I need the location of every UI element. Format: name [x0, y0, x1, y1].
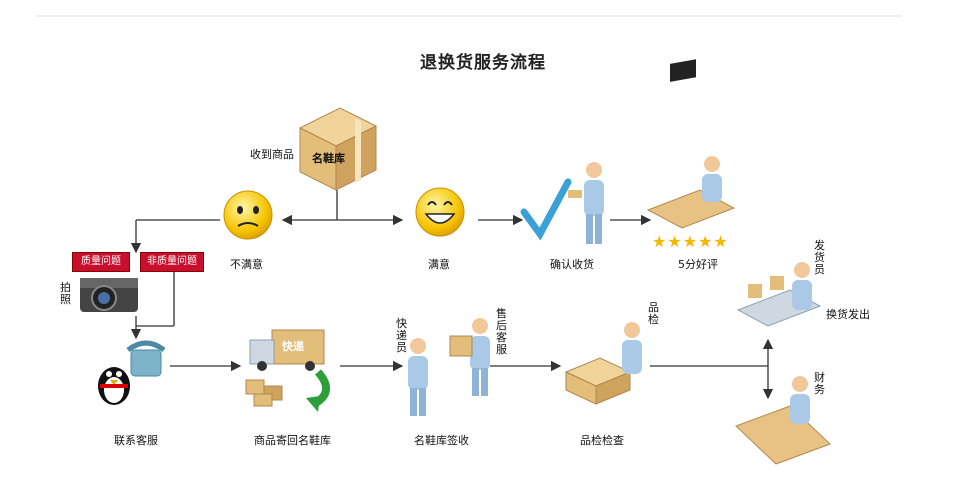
- label-shipper: 发货员: [814, 239, 825, 276]
- label-sign: 名鞋库签收: [414, 434, 469, 447]
- box-brand-label: 名鞋库: [312, 152, 345, 165]
- unsatisfied-face-icon: [223, 190, 273, 240]
- five-stars-icon: ★★★★★: [652, 232, 729, 251]
- non-quality-issue-badge: 非质量问题: [140, 252, 204, 272]
- label-after-sales: 售后客服: [496, 307, 507, 356]
- penguin-support-icon: [98, 340, 166, 405]
- label-courier: 快递员: [396, 317, 407, 354]
- courier-person-icon: [408, 338, 428, 416]
- label-unsatisfied: 不满意: [230, 258, 263, 271]
- label-contact: 联系客服: [114, 434, 158, 447]
- label-receive: 收到商品: [250, 148, 294, 161]
- label-photo: 拍照: [60, 281, 71, 306]
- label-rating: 5分好评: [678, 258, 718, 271]
- camera-icon: [80, 278, 138, 312]
- finance-desk-icon: [735, 376, 831, 465]
- shipping-conveyor-icon: [736, 262, 822, 327]
- satisfied-face-icon: [415, 187, 465, 237]
- truck-label: 快递: [282, 340, 304, 353]
- quality-issue-badge: 质量问题: [72, 252, 130, 272]
- check-mark-icon: [520, 178, 572, 241]
- person-confirm-icon: [568, 162, 604, 244]
- label-satisfied: 满意: [428, 258, 450, 271]
- quality-check-icon: [564, 322, 642, 405]
- label-exchange: 换货发出: [826, 308, 870, 321]
- after-sales-person-icon: [449, 318, 490, 396]
- label-qc: 品检检查: [580, 434, 624, 447]
- label-qc-person: 品检: [648, 301, 659, 326]
- delivery-truck-icon: [245, 329, 330, 412]
- page-title: 退换货服务流程: [420, 53, 546, 73]
- shoe-box-icon: [298, 107, 378, 191]
- top-divider: [36, 15, 902, 17]
- label-finance: 财务: [814, 371, 825, 396]
- label-confirm: 确认收货: [550, 258, 594, 271]
- desk-rating-icon: [646, 59, 736, 229]
- label-ship-back: 商品寄回名鞋库: [254, 434, 331, 447]
- connector-lines: [130, 190, 774, 400]
